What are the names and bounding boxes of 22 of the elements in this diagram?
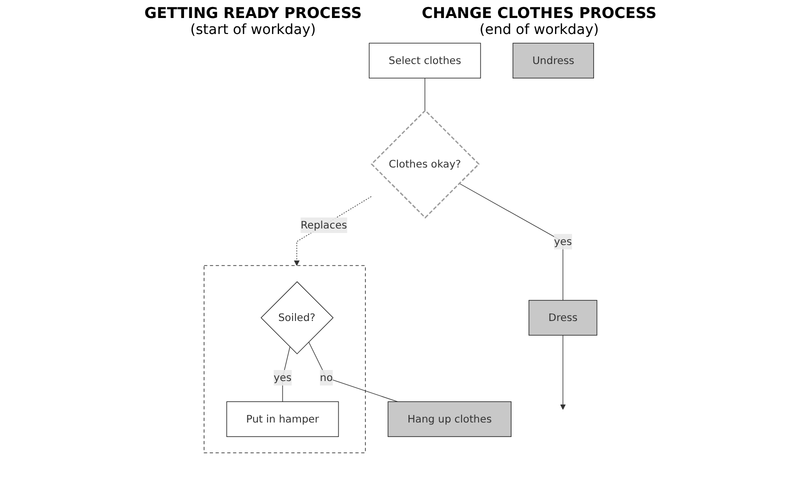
process-heading: CHANGE CLOTHES PROCESS (422, 4, 657, 22)
edge-label: no (320, 371, 333, 384)
edge-label: Replaces (300, 218, 347, 232)
process-subheading: (start of workday) (189, 22, 317, 38)
connector (424, 78, 426, 111)
node-box: Hang up clothes (388, 401, 512, 437)
cluster (204, 265, 366, 454)
process-subheading: (end of workday) (478, 22, 600, 38)
node-box: Put in hamper (226, 401, 339, 437)
node-box: Select clothes (368, 42, 481, 78)
process-heading: GETTING READY PROCESS (144, 4, 362, 22)
connector (458, 183, 564, 301)
edge-label: yes (554, 235, 572, 248)
edge-label: yes (274, 371, 292, 384)
node-diamond: Clothes okay? (370, 110, 480, 219)
arrow (294, 196, 372, 266)
node-box: Undress (512, 42, 594, 78)
arrow (560, 334, 566, 410)
node-box: Dress (528, 300, 598, 336)
node-diamond: Soiled? (260, 281, 334, 354)
connector (308, 342, 398, 402)
connector (282, 346, 290, 402)
